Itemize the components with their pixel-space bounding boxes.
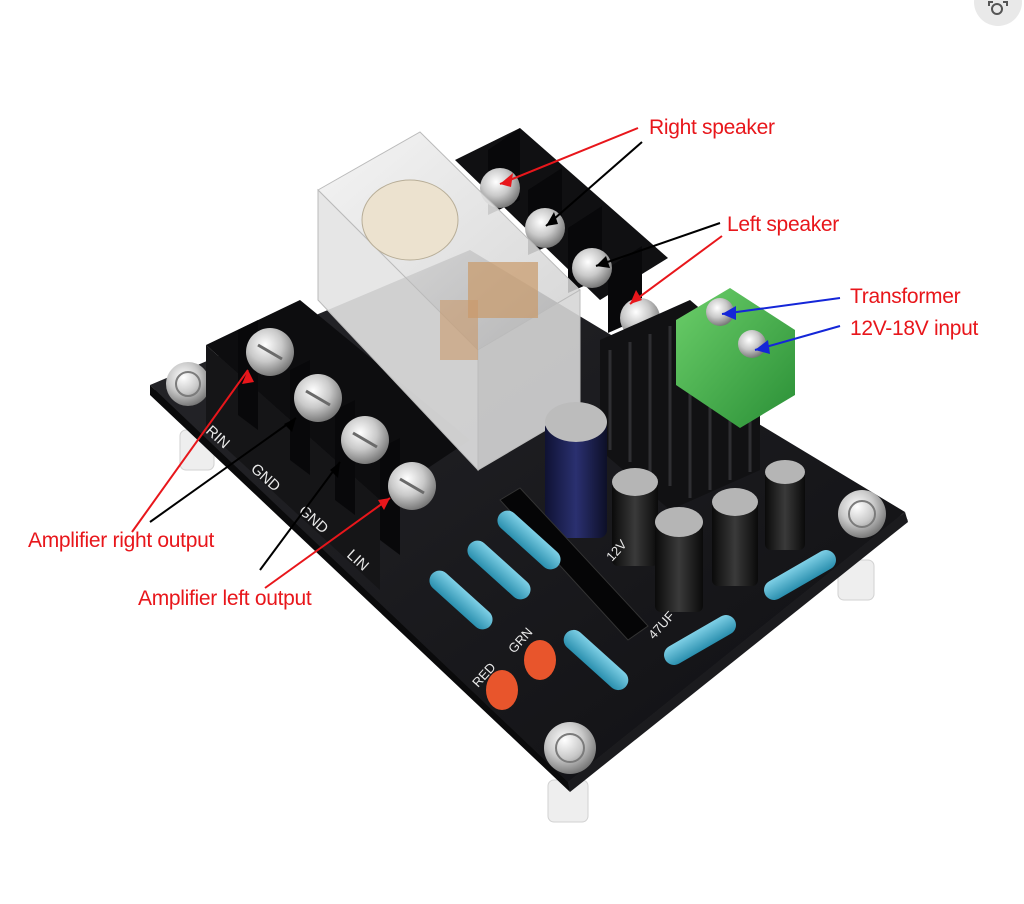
input-terminal-block bbox=[206, 300, 470, 590]
callout-transformer-voltage: 12V-18V input bbox=[850, 317, 979, 340]
speaker-terminal-block bbox=[455, 128, 668, 338]
resistors bbox=[429, 510, 836, 691]
callout-transformer: Transformer bbox=[850, 285, 961, 308]
callout-amp-left-output: Amplifier left output bbox=[138, 587, 312, 610]
corner-screws bbox=[166, 362, 886, 774]
leds bbox=[486, 640, 556, 710]
jumper-bar bbox=[499, 487, 649, 641]
callout-amp-right-output: Amplifier right output bbox=[28, 529, 214, 552]
leader-arrowheads bbox=[242, 173, 770, 510]
capacitors bbox=[545, 402, 805, 612]
callout-left-speaker: Left speaker bbox=[727, 213, 839, 236]
visual-search-icon bbox=[988, 1, 1008, 15]
callout-right-speaker: Right speaker bbox=[649, 116, 775, 139]
leader-lines bbox=[131, 127, 841, 589]
